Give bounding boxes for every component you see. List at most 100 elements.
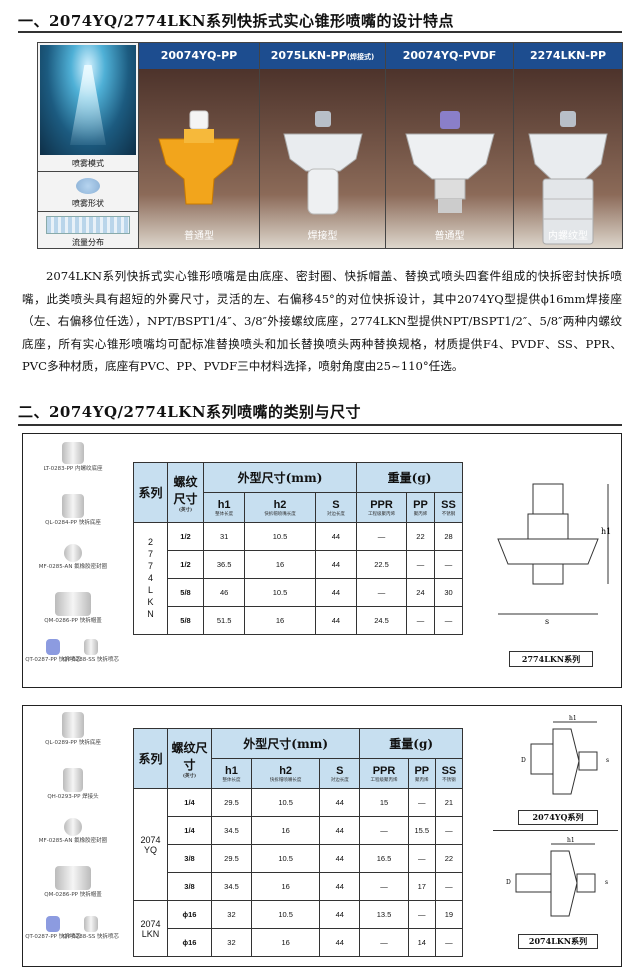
table-cell: 31 [202, 522, 246, 551]
table-cell: 15.5 [407, 816, 436, 845]
table-cell: 1/4 [167, 816, 212, 845]
table-cell: — [405, 606, 435, 635]
product-card: 20074YQ-PP 普通型 [139, 43, 260, 248]
table-cell: 44 [319, 788, 361, 817]
table-cell: 29.5 [211, 788, 252, 817]
table-cell: 14 [407, 928, 436, 957]
table-cell: 22 [434, 844, 464, 873]
table-cell: — [434, 816, 464, 845]
table-cell: 44 [319, 928, 361, 957]
table-cell: — [359, 928, 409, 957]
series-cell: 2074 LKN [133, 900, 168, 957]
core-icon [46, 916, 60, 932]
svg-text:s: s [606, 757, 609, 764]
product-name: 20074YQ-PP [139, 43, 259, 69]
divider [18, 424, 622, 426]
section2-title: 二、2074YQ/2774LKN系列喷嘴的类别与尺寸 [18, 403, 362, 421]
table-cell: 44 [314, 522, 358, 551]
2074yq-dimension-diagram: h1 D s [521, 715, 609, 795]
table-cell: 16 [244, 550, 316, 579]
table-cell: 34.5 [211, 872, 252, 901]
core-icon [46, 639, 60, 655]
table-cell: — [407, 844, 436, 873]
svg-text:h1: h1 [567, 837, 575, 844]
section1-title: 一、2074YQ/2774LKN系列快拆式实心锥形喷嘴的设计特点 [18, 12, 455, 30]
table-cell: 32 [211, 900, 252, 929]
product-card: 20074YQ-PVDF 普通型 [386, 43, 514, 248]
table-cell: 51.5 [202, 606, 246, 635]
cap-icon [55, 866, 91, 890]
table-cell: ϕ16 [167, 900, 212, 929]
table-cell: 16 [250, 928, 321, 957]
spray-shape-label: 喷雾形状 [72, 199, 104, 208]
2074lkn-dimension-diagram: h1 D s [506, 837, 608, 917]
product-caption: 普通型 [184, 231, 214, 242]
nozzle-thread-image [528, 111, 608, 245]
table-cell: — [356, 522, 407, 551]
nozzle-yellow-image [158, 110, 240, 205]
core-ss-icon [84, 916, 98, 932]
product-card: 2075LKN-PP(焊接式) 焊接型 [260, 43, 386, 248]
table-cell: 10.5 [250, 900, 321, 929]
table-cell: 5/8 [167, 578, 204, 607]
table-cell: 15 [359, 788, 409, 817]
svg-text:D: D [506, 879, 511, 886]
flow-distribution-image [46, 216, 130, 234]
table-cell: 16.5 [359, 844, 409, 873]
seal-ring-icon [64, 544, 82, 562]
seal-ring-icon [64, 818, 82, 836]
table-cell: 44 [319, 844, 361, 873]
product-name: 20074YQ-PVDF [386, 43, 513, 69]
svg-text:D: D [521, 757, 526, 764]
table-cell: 44 [314, 578, 358, 607]
spec-box-2774lkn: LT-0283-PP 内螺纹底座 QL-0284-PP 快拆底座 MF-0285… [22, 433, 622, 688]
table-cell: — [434, 872, 464, 901]
table-cell: 10.5 [244, 522, 316, 551]
product-caption: 焊接型 [307, 231, 338, 242]
svg-text:h1: h1 [569, 715, 577, 722]
divider [18, 31, 622, 33]
table-cell: ϕ16 [167, 928, 212, 957]
table-cell: 1/2 [167, 522, 204, 551]
product-name: 2075LKN-PP(焊接式) [260, 43, 385, 69]
table-cell: 21 [434, 788, 464, 817]
table-cell: 36.5 [202, 550, 246, 579]
product-panel: 喷雾模式 喷雾形状 流量分布 20074YQ-PP 普通型 2075LKN-PP… [37, 42, 623, 249]
table-cell: 3/8 [167, 872, 212, 901]
table-cell: 28 [433, 522, 464, 551]
table-cell: 10.5 [250, 844, 321, 873]
table-cell: 34.5 [211, 816, 252, 845]
table-cell: 44 [319, 872, 361, 901]
table-cell: — [359, 816, 409, 845]
table-cell: 16 [250, 816, 321, 845]
weld-head-icon [63, 768, 83, 792]
table-cell: 17 [407, 872, 436, 901]
table-cell: 16 [244, 606, 316, 635]
product-card: 2274LKN-PP 内螺纹型 [514, 43, 622, 248]
table-cell: 13.5 [359, 900, 409, 929]
table-cell: 10.5 [244, 578, 316, 607]
table-cell: 30 [433, 578, 464, 607]
table-cell: 3/8 [167, 844, 212, 873]
cap-icon [55, 592, 91, 616]
table-cell: 44 [314, 606, 358, 635]
dim-s: s [545, 617, 549, 626]
table-cell: — [434, 928, 464, 957]
table-cell: 44 [314, 550, 358, 579]
table-cell: — [405, 550, 435, 579]
nozzle-pvdf-image [404, 111, 495, 213]
table-cell: — [356, 578, 407, 607]
table-cell: 22 [405, 522, 435, 551]
dim-h1: h1 [601, 527, 611, 536]
product-caption: 内螺纹型 [548, 231, 588, 242]
diagram-label: 2774LKN系列 [509, 651, 593, 667]
table-cell: 1/4 [167, 788, 212, 817]
flow-distribution-label: 流量分布 [72, 238, 104, 247]
